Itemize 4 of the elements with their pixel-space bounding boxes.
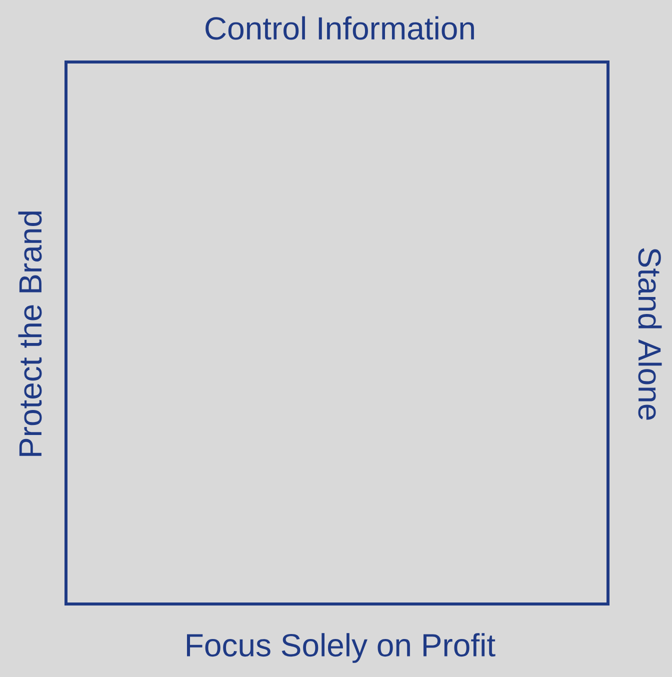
axis-label: Stand Alone [638, 248, 662, 420]
axis-label: Control Information [206, 16, 474, 40]
axis-label: Focus Solely on Profit [187, 633, 496, 663]
axis-label: Protect the Brand [18, 212, 42, 456]
